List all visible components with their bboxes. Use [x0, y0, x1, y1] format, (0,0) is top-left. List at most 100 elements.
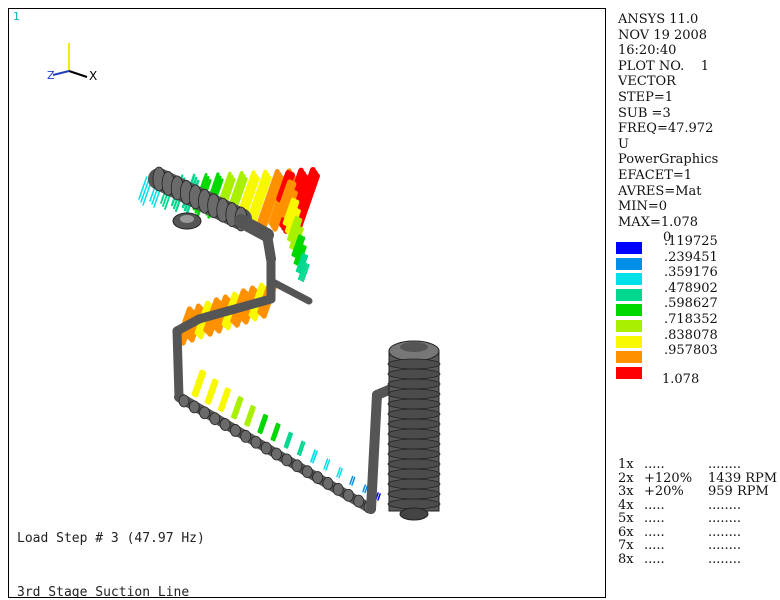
- harmonic-amp: .....: [644, 538, 665, 553]
- vector-arrow: [295, 244, 305, 266]
- pipe-ring: [387, 478, 441, 490]
- vector-arrow: [364, 485, 368, 494]
- pipe-ring: [387, 418, 441, 430]
- graphics-viewport[interactable]: 1 Z X: [8, 8, 606, 598]
- pipe-ring: [387, 398, 441, 410]
- vector-arrow: [259, 172, 282, 227]
- legend-swatch: [616, 288, 642, 301]
- legend-swatch: [616, 351, 642, 364]
- harmonic-amp: +20%: [644, 484, 684, 499]
- legend-row: .119725: [616, 234, 776, 254]
- pipe-ring: [387, 438, 441, 450]
- legend-label: .718352: [664, 311, 718, 327]
- info-line: PLOT NO. 1: [618, 58, 710, 74]
- info-line: EFACET=1: [618, 167, 693, 183]
- vector-arrow: [284, 206, 297, 234]
- legend-swatch: [616, 319, 642, 332]
- harmonic-amp: .....: [644, 551, 665, 567]
- pipe-ring: [229, 424, 241, 437]
- vector-arrow-group: [257, 169, 284, 230]
- harmonic-speed: ........: [708, 551, 742, 567]
- info-line: STEP=1: [618, 89, 673, 105]
- legend-min-label: 0: [663, 230, 672, 245]
- vector-arrow: [272, 423, 281, 442]
- vector-arrow: [193, 370, 207, 398]
- vector-arrow: [377, 493, 381, 501]
- vector-arrow: [283, 431, 292, 448]
- vector-arrow: [286, 207, 299, 235]
- info-line: VECTOR: [618, 74, 676, 90]
- harmonic-amp: +120%: [644, 470, 693, 486]
- legend-label: .478902: [664, 280, 718, 296]
- legend-label: .598627: [664, 296, 718, 312]
- harmonic-order: 3x: [618, 484, 634, 499]
- vector-arrow: [246, 406, 256, 427]
- pipe-ring: [291, 459, 303, 473]
- vector-arrow: [297, 253, 307, 274]
- pipe-ring: [387, 378, 441, 390]
- vector-arrow: [257, 169, 280, 224]
- pipe-ring: [387, 368, 441, 380]
- pipe-ring: [250, 435, 262, 449]
- vector-arrow-group: [191, 369, 207, 398]
- vector-arrow: [289, 217, 301, 242]
- pipe-ring: [240, 429, 252, 443]
- model-title-caption: 3rd Stage Suction Line: [17, 585, 190, 598]
- vector-arrow: [312, 450, 318, 464]
- info-line: SUB =3: [618, 105, 671, 121]
- triad-x-label: X: [89, 69, 97, 83]
- vector-plot: Z X: [47, 43, 441, 521]
- harmonic-amp: .....: [644, 511, 665, 526]
- harmonic-order: 5x: [618, 511, 634, 526]
- harmonic-speed: 959 RPM: [708, 484, 769, 499]
- vector-arrow: [297, 261, 306, 281]
- legend-swatch: [616, 335, 642, 348]
- pipe-ring: [271, 447, 282, 461]
- vector-arrow: [296, 440, 304, 456]
- vector-arrow-group: [246, 169, 272, 228]
- vector-arrow-group: [349, 475, 356, 486]
- pipe-ring: [260, 441, 272, 455]
- pipe-ring: [343, 488, 354, 502]
- harmonic-order: 8x: [618, 551, 634, 567]
- harmonic-speed: ........: [708, 511, 742, 526]
- vector-arrow: [257, 413, 267, 434]
- pipe-ring: [387, 358, 441, 370]
- vector-arrow: [295, 252, 305, 273]
- triad-z-label: Z: [47, 69, 55, 82]
- legend-swatch: [616, 304, 642, 317]
- legend-swatch: [616, 242, 642, 254]
- harmonic-amp: .....: [644, 497, 665, 513]
- vector-arrow: [231, 396, 242, 419]
- displacement-vectors: [138, 167, 381, 501]
- harmonic-order: 7x: [618, 538, 634, 553]
- legend-label: .239451: [664, 249, 718, 265]
- vector-arrow: [259, 414, 269, 435]
- pipe-ring: [387, 408, 441, 420]
- harmonic-speed: ........: [708, 524, 742, 540]
- info-line: NOV 19 2008: [618, 27, 708, 43]
- pipe-ring: [387, 468, 441, 480]
- pipe-ring: [322, 477, 334, 490]
- vector-arrow: [291, 226, 302, 250]
- vector-arrow-group: [138, 176, 152, 206]
- window-number: 1: [13, 10, 20, 23]
- vector-arrow: [270, 422, 279, 441]
- harmonic-order: 2x: [618, 470, 634, 486]
- vector-arrow-group: [244, 405, 256, 427]
- pipe-ring: [312, 471, 324, 484]
- legend-label: .119725: [664, 234, 718, 249]
- vector-arrow: [351, 476, 356, 486]
- vector-arrow: [299, 262, 308, 282]
- harmonic-amp: .....: [644, 457, 665, 472]
- harmonic-order: 6x: [618, 524, 634, 540]
- vector-arrow-group: [270, 422, 281, 442]
- vector-arrow: [261, 175, 284, 230]
- vector-arrow-group: [310, 449, 318, 464]
- info-line: 16:20:40: [618, 43, 677, 59]
- info-line: FREQ=47.972: [618, 121, 714, 137]
- vector-arrow: [325, 459, 331, 471]
- vector-arrow: [362, 484, 366, 493]
- info-line: PowerGraphics: [618, 152, 719, 168]
